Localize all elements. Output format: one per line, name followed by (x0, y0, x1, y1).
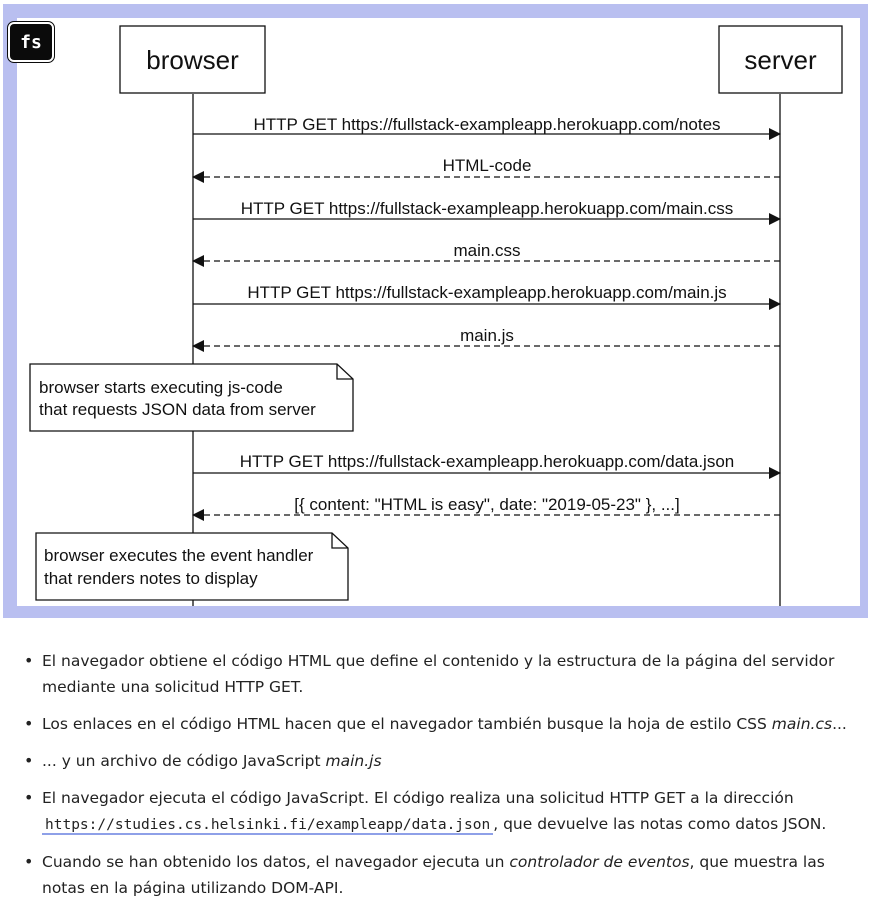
step-text: ... y un archivo de código JavaScript (42, 752, 326, 770)
message-label: [{ content: "HTML is easy", date: "2019-… (294, 495, 679, 514)
step-text: Los enlaces en el código HTML hacen que … (42, 715, 772, 733)
list-item: ... y un archivo de código JavaScript ma… (24, 748, 864, 774)
note-1: browser starts executing js-code that re… (29, 363, 354, 432)
message-8: [{ content: "HTML is easy", date: "2019-… (192, 495, 780, 521)
note-2: browser executes the event handler that … (35, 532, 349, 601)
participant-browser-label: browser (146, 45, 239, 75)
message-label: HTML-code (443, 156, 532, 175)
step-text: ... (832, 715, 847, 733)
message-7: HTTP GET https://fullstack-exampleapp.he… (193, 452, 781, 479)
step-text: El navegador obtiene el código HTML que … (42, 652, 835, 696)
participant-server-label: server (744, 45, 817, 75)
sequence-diagram: browser server HTTP GET https://fullstac… (17, 18, 860, 606)
step-text: , que devuelve las notas como datos JSON… (493, 815, 827, 833)
message-1: HTTP GET https://fullstack-exampleapp.he… (193, 115, 781, 140)
message-4: main.css (192, 241, 780, 267)
note-text: browser executes the event handler (44, 546, 314, 565)
participant-server: server (718, 25, 843, 94)
note-text: that requests JSON data from server (39, 400, 316, 419)
message-2: HTML-code (192, 156, 780, 183)
step-text: , que muestra las notas en la página uti… (42, 853, 825, 897)
step-text: Cuando se han obtenido los datos, el nav… (42, 853, 510, 871)
data-json-link[interactable]: https://studies.cs.helsinki.fi/exampleap… (42, 817, 494, 835)
message-6: main.js (192, 326, 780, 352)
message-label: HTTP GET https://fullstack-exampleapp.he… (241, 199, 734, 218)
fs-logo: fs (7, 21, 55, 63)
note-text: that renders notes to display (44, 569, 258, 588)
message-label: HTTP GET https://fullstack-exampleapp.he… (247, 283, 726, 302)
participant-browser: browser (119, 25, 266, 94)
message-label: HTTP GET https://fullstack-exampleapp.he… (253, 115, 720, 134)
message-label: main.css (453, 241, 520, 260)
list-item: El navegador obtiene el código HTML que … (24, 648, 864, 700)
diagram-frame: browser server HTTP GET https://fullstac… (3, 4, 868, 618)
message-5: HTTP GET https://fullstack-exampleapp.he… (193, 283, 781, 310)
sequence-diagram-svg: browser server HTTP GET https://fullstac… (29, 25, 843, 606)
term: controlador de eventos (509, 853, 690, 871)
message-3: HTTP GET https://fullstack-exampleapp.he… (193, 199, 781, 225)
message-label: HTTP GET https://fullstack-exampleapp.he… (240, 452, 735, 471)
note-text: browser starts executing js-code (39, 378, 283, 397)
message-label: main.js (460, 326, 514, 345)
file-name: main.js (325, 752, 382, 770)
file-name: main.cs (771, 715, 833, 733)
steps-list: El navegador obtiene el código HTML que … (0, 648, 864, 912)
list-item: El navegador ejecuta el código JavaScrip… (24, 785, 864, 838)
list-item: Los enlaces en el código HTML hacen que … (24, 711, 864, 737)
step-text: El navegador ejecuta el código JavaScrip… (42, 789, 794, 807)
list-item: Cuando se han obtenido los datos, el nav… (24, 849, 864, 901)
